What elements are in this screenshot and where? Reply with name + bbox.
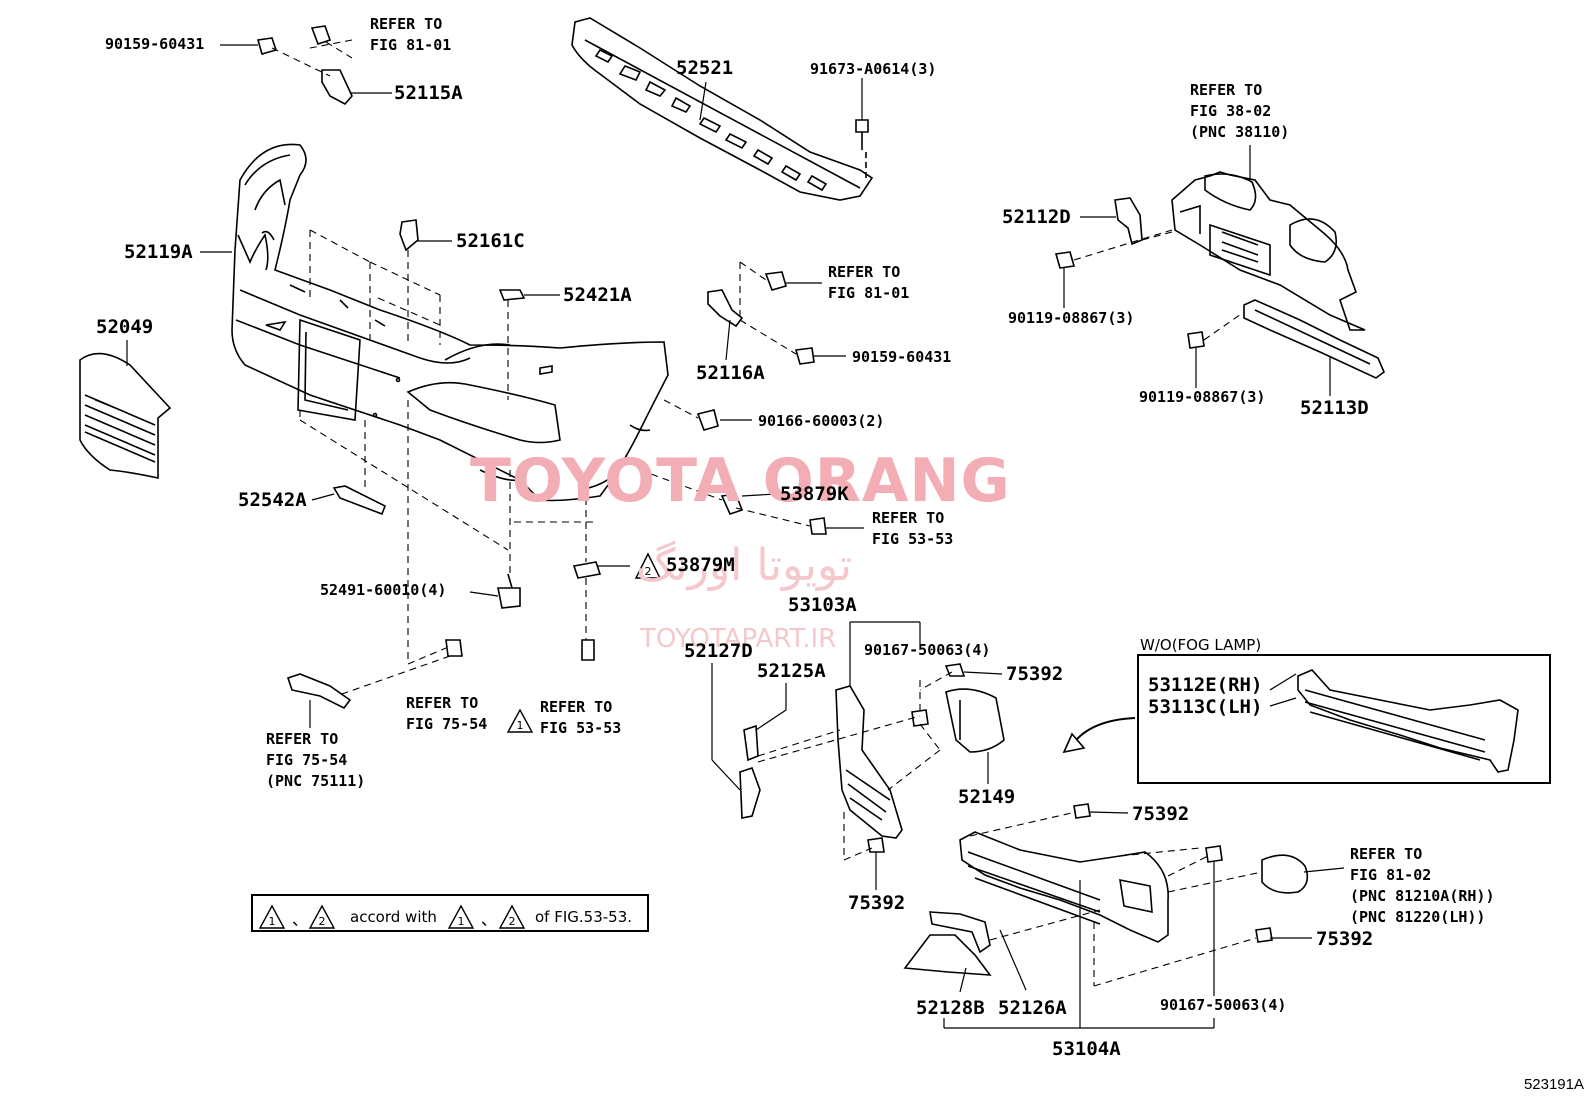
leader-lines	[126, 44, 1345, 1029]
note-separator-2: 、	[481, 910, 498, 929]
part-label-52542A: 52542A	[238, 489, 307, 511]
part-label-90166: 90166-60003(2)	[758, 412, 885, 430]
ref-fig-81-01-top: REFER TO FIG 81-01	[370, 15, 452, 54]
part-label-52491: 52491-60010(4)	[320, 581, 447, 599]
part-label-75392-d: 75392	[1316, 928, 1374, 950]
inset-grille-shape	[1297, 669, 1519, 773]
ref-fig-53-53-right: REFER TO FIG 53-53	[872, 509, 954, 548]
part-label-52119A: 52119A	[124, 241, 193, 263]
fog-cover-53104A-shape	[903, 831, 1309, 976]
triangle-label-1: 1	[517, 719, 524, 732]
triangle-marker-1	[506, 708, 534, 733]
inset-title: W/O(FOG LAMP)	[1140, 636, 1262, 654]
part-label-90159-60431-top: 90159-60431	[105, 35, 205, 53]
support-assembly-shape	[1114, 171, 1385, 379]
bolt-91673-shape	[855, 119, 869, 178]
ref-fig-75-54-b: REFER TO FIG 75-54 (PNC 75111)	[266, 730, 366, 790]
part-label-52127D: 52127D	[684, 640, 753, 662]
note-box	[251, 894, 649, 932]
part-label-91673: 91673-A0614(3)	[810, 60, 937, 78]
note-triangle-1b	[447, 904, 475, 929]
note-tri-label-2b: 2	[509, 915, 516, 928]
note-tri-label-1: 1	[269, 915, 276, 928]
ref-fig-81-01-mid: REFER TO FIG 81-01	[828, 263, 910, 302]
part-label-52125A: 52125A	[757, 660, 826, 682]
dashed-assembly-lines	[271, 39, 1263, 987]
part-label-52161C: 52161C	[456, 230, 525, 252]
watermark-persian: تویوتا اورنگ	[636, 540, 852, 591]
triangle-label-2: 2	[645, 565, 652, 578]
bumper-cover-shape	[231, 143, 669, 502]
part-label-53103A: 53103A	[788, 594, 857, 616]
part-label-52049: 52049	[96, 316, 154, 338]
part-label-52126A: 52126A	[998, 997, 1067, 1019]
note-triangle-2b	[498, 904, 526, 929]
note-tri-label-2: 2	[319, 915, 326, 928]
triangle-marker-labels: 2 1 1 2 1 2	[269, 565, 652, 928]
part-label-52128B: 52128B	[916, 997, 985, 1019]
figure-code: 523191A	[1523, 1076, 1584, 1093]
part-label-52116A: 52116A	[696, 362, 765, 384]
part-label-90167-bot: 90167-50063(4)	[1160, 996, 1287, 1014]
part-label-52112D: 52112D	[1002, 206, 1071, 228]
note-tri-label-1b: 1	[458, 915, 465, 928]
part-label-53879K: 53879K	[780, 483, 849, 505]
note-text: accord with	[350, 908, 437, 926]
note-triangle-2	[308, 904, 336, 929]
inset-box	[1137, 654, 1551, 784]
note-triangle-1	[258, 904, 286, 929]
ref-fig-53-53-low: REFER TO FIG 53-53	[540, 698, 622, 737]
part-label-90159-60431-mid: 90159-60431	[852, 348, 952, 366]
part-label-75392-c: 75392	[848, 892, 906, 914]
triangle-markers	[258, 552, 662, 929]
ref-fig-75-54-a: REFER TO FIG 75-54	[406, 694, 488, 733]
ref-fig-38-02: REFER TO FIG 38-02 (PNC 38110)	[1190, 81, 1290, 141]
part-label-75392-b: 75392	[1132, 803, 1190, 825]
note-separator-1: 、	[292, 910, 309, 929]
watermark-site: TOYOTAPART.IR	[640, 624, 837, 654]
part-label-53112E: 53112E(RH)	[1148, 674, 1263, 696]
emblem-shape	[79, 352, 172, 479]
reinforcement-52521-shape	[571, 17, 874, 201]
part-label-90119-b: 90119-08867(3)	[1139, 388, 1266, 406]
part-label-53113C: 53113C(LH)	[1148, 696, 1263, 718]
part-label-52149: 52149	[958, 786, 1016, 808]
watermark-brand: TOYOTA ORANG	[470, 446, 1011, 516]
part-label-52115A: 52115A	[394, 82, 463, 104]
part-label-90167-top: 90167-50063(4)	[864, 641, 991, 659]
fog-cover-53103A-shape	[739, 685, 1005, 839]
part-label-53879M: 53879M	[666, 554, 735, 576]
part-label-90119-a: 90119-08867(3)	[1008, 309, 1135, 327]
part-label-52521: 52521	[676, 57, 734, 79]
note-text-fig: of FIG.53-53.	[535, 908, 633, 926]
triangle-marker-2	[634, 552, 662, 579]
ref-fig-81-02: REFER TO FIG 81-02 (PNC 81210A(RH)) (PNC…	[1350, 845, 1495, 926]
part-label-53104A: 53104A	[1052, 1038, 1121, 1060]
part-label-52113D: 52113D	[1300, 397, 1369, 419]
part-label-52421A: 52421A	[563, 284, 632, 306]
part-label-75392-a: 75392	[1006, 663, 1064, 685]
